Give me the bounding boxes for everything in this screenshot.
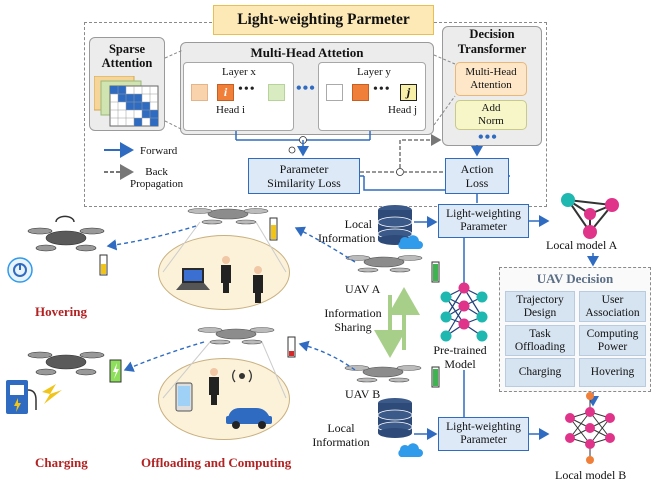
legend-back-propagation: Back Propagation — [130, 166, 184, 190]
drone-icon — [344, 365, 422, 383]
person-icon — [253, 266, 263, 303]
decision-charging: Charging — [505, 358, 575, 387]
battery-icon — [431, 261, 440, 283]
panel-title: Light-weighting Parmeter — [213, 5, 434, 35]
battery-icon — [109, 359, 122, 383]
ellipsis: ••• — [373, 82, 391, 97]
battery-icon — [287, 336, 296, 358]
local-model-b-network — [565, 392, 615, 464]
charging-label: Charging — [35, 455, 88, 470]
person-icon — [221, 256, 231, 293]
local-model-a-label: Local model A — [546, 238, 618, 252]
drone-icon — [27, 227, 105, 252]
ellipsis: ••• — [238, 82, 256, 97]
token-j: j — [400, 84, 417, 101]
local-model-b-label: Local model B — [555, 468, 627, 482]
local-model-a-network — [561, 193, 619, 239]
head-i-label: Head i — [216, 104, 246, 116]
battery-icon — [269, 217, 278, 241]
charging-station-icon — [6, 380, 62, 414]
token — [352, 84, 369, 101]
dt-ellipsis: ••• — [478, 129, 498, 146]
legend-forward: Forward — [140, 145, 178, 157]
database-icon — [377, 398, 423, 457]
drone-icon — [187, 208, 269, 225]
car-icon — [226, 408, 272, 429]
uav-b-label: UAV B — [345, 387, 381, 401]
laptop-icon — [176, 268, 210, 290]
pretrained-network — [440, 282, 488, 342]
person-icon — [209, 368, 219, 405]
decision-hovering: Hovering — [579, 358, 646, 387]
head-j-label: Head j — [388, 104, 418, 116]
phone-icon — [175, 382, 193, 412]
power-icon — [7, 257, 33, 283]
sparse-attention-title: Sparse Attention — [101, 42, 153, 70]
hovering-label: Hovering — [35, 304, 87, 319]
wifi-icon — [232, 369, 252, 383]
drone-icon — [197, 327, 275, 345]
layer-x-label: Layer x — [222, 66, 256, 78]
database-icon — [377, 205, 423, 249]
uav-decision-title: UAV Decision — [536, 271, 614, 286]
token-i: i — [217, 84, 234, 101]
drone-icon — [345, 255, 423, 273]
sparse-attention-matrix — [94, 76, 159, 127]
battery-icon — [99, 254, 108, 276]
token — [191, 84, 208, 101]
battery-icon — [431, 366, 440, 388]
drone-icon — [27, 351, 105, 376]
rotate-icon — [55, 215, 75, 223]
multi-head-attention-title: Multi-Head Attetion — [250, 45, 364, 60]
token — [326, 84, 343, 101]
layer-ellipsis: ••• — [296, 80, 316, 97]
offloading-computing-label: Offloading and Computing — [141, 455, 292, 470]
uav-a-label: UAV A — [345, 282, 381, 296]
token — [268, 84, 285, 101]
decision-transformer-title: Decision Transformer — [457, 27, 527, 56]
layer-y-label: Layer y — [357, 66, 391, 78]
